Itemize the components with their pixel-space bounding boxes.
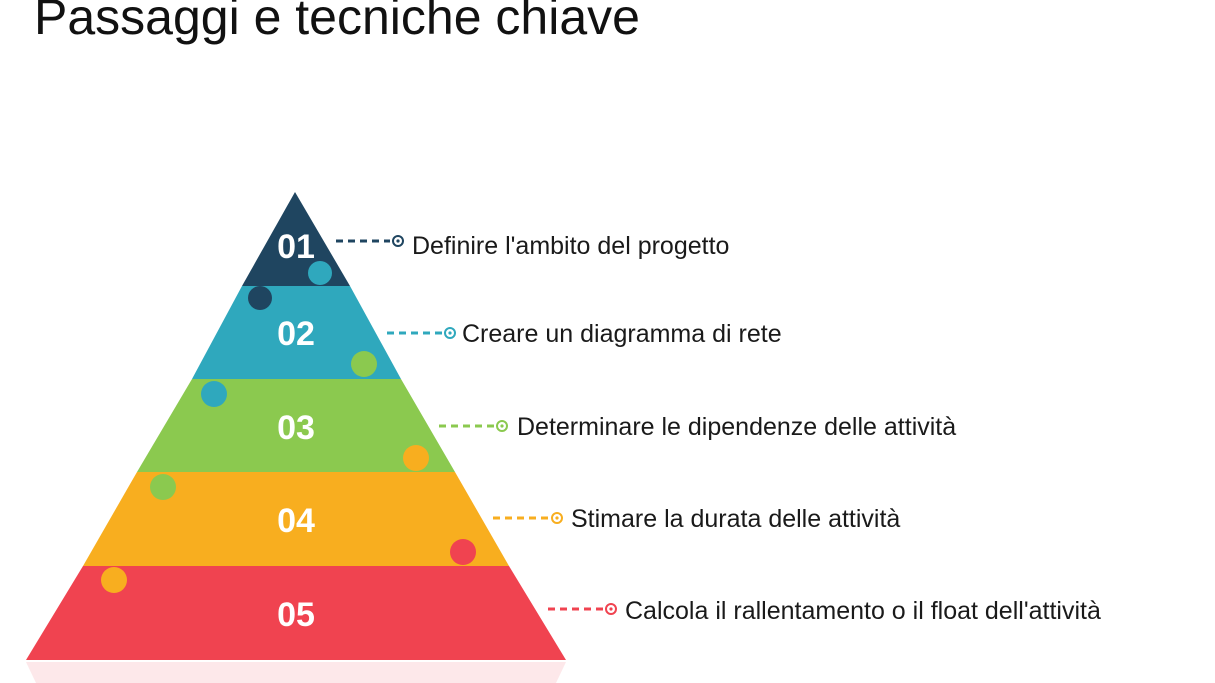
connector-2 [387, 327, 456, 339]
step-number-3: 03 [277, 409, 315, 447]
step-label-2: Creare un diagramma di rete [462, 320, 782, 348]
connector-3 [439, 420, 508, 432]
step-number-1: 01 [277, 228, 315, 266]
step-number-2: 02 [277, 315, 315, 353]
page-title: Passaggi e tecniche chiave [34, 0, 640, 45]
step-number-4: 04 [277, 502, 315, 540]
connector-1 [336, 235, 404, 247]
step-number-5: 05 [277, 596, 315, 634]
pyramid-layer-2 [192, 286, 401, 379]
step-label-5: Calcola il rallentamento o il float dell… [625, 597, 1101, 625]
pyramid-layer-4 [83, 472, 509, 566]
connector-4 [493, 512, 563, 524]
pyramid-layer-5 [26, 566, 566, 660]
connector-5 [548, 603, 617, 615]
step-label-3: Determinare le dipendenze delle attività [517, 413, 957, 441]
puzzle-knobs [101, 261, 476, 593]
step-label-4: Stimare la durata delle attività [571, 505, 901, 533]
pyramid-reflection [26, 662, 566, 683]
step-label-1: Definire l'ambito del progetto [412, 232, 730, 260]
